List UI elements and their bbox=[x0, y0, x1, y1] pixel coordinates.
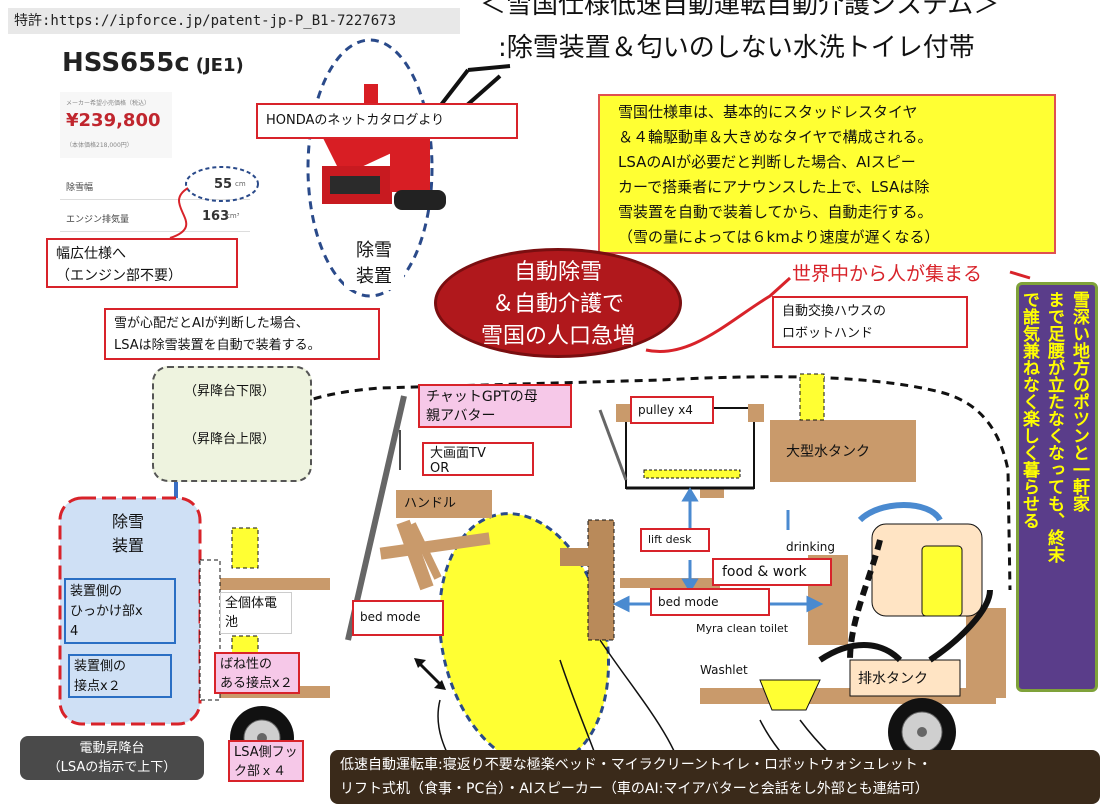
water-tank bbox=[847, 502, 983, 661]
wheel-right bbox=[888, 698, 956, 766]
snow-spec-note: 雪国仕様車は、基本的にスタッドレスタイヤ ＆４輪駆動車＆大きめなタイヤで構成され… bbox=[598, 94, 1056, 254]
bed-tilt-arrow bbox=[414, 658, 446, 690]
world-underline bbox=[1009, 270, 1031, 280]
vehicle-outline-dashed bbox=[261, 375, 1012, 591]
lift-limit-panel: （昇降台下限） （昇降台上限） bbox=[152, 366, 312, 482]
population-oval: 自動除雪 ＆自動介護で 雪国の人口急増 bbox=[434, 248, 682, 358]
chatgpt-avatar-label: チャットGPTの母 親アバター bbox=[418, 384, 572, 428]
vertical-message: 雪深い地方のポツンと一軒家 まで足腰が立たなくなっても、終末 で誰気兼ねなく楽し… bbox=[1016, 282, 1098, 692]
myra-toilet-label: Myra clean toilet bbox=[696, 622, 789, 635]
title-line-1: ＜雪国仕様低速自動運転自動介護システム＞ bbox=[480, 0, 1000, 20]
bed-mode-label-2: bed mode bbox=[650, 588, 770, 616]
handle-pole bbox=[408, 522, 442, 580]
pulley-label: pulley x4 bbox=[630, 396, 714, 424]
battery-label: 全個体電 池 bbox=[220, 592, 292, 634]
title-line-2: :除雪装置＆匂いのしない水洗トイレ付帯 bbox=[498, 33, 975, 63]
world-people-label: 世界中から人が集まる bbox=[792, 263, 983, 285]
tv-label: 大画面TV OR bbox=[422, 442, 534, 476]
electric-lift-label: 電動昇降台 （LSAの指示で上下） bbox=[20, 736, 204, 780]
price-caption: メーカー希望小売価格（税込） bbox=[66, 100, 151, 107]
spec-row-engine-label: エンジン排気量 bbox=[66, 215, 130, 225]
lift-lower-limit: （昇降台下限） bbox=[184, 384, 276, 399]
spec-row-engine-unit: cm³ bbox=[226, 212, 240, 220]
ai-judge-label: 雪が心配だとAIが判断した場合、 LSAは除雪装置を自動で装着する。 bbox=[104, 308, 380, 360]
spec-row-engine-value: 163 bbox=[202, 209, 230, 224]
lift-upper-limit: （昇降台上限） bbox=[184, 432, 276, 447]
toilet-unit bbox=[759, 589, 993, 711]
drinking-label: drinking bbox=[786, 540, 835, 554]
bottom-summary: 低速自動運転車:寝返り不要な極楽ベッド・マイラクリーントイレ・ロボットウォシュレ… bbox=[330, 750, 1100, 804]
bed-mode-label-1: bed mode bbox=[352, 600, 444, 636]
drain-tank-label: 排水タンク bbox=[858, 671, 928, 687]
price-note: （本体価格218,000円） bbox=[66, 142, 133, 149]
world-connector bbox=[645, 276, 792, 353]
patent-url[interactable]: 特許:https://ipforce.jp/patent-jp-P_B1-722… bbox=[8, 8, 460, 34]
model-name: HSS655c(JE1) bbox=[62, 48, 302, 88]
wide-spec-label: 幅広仕様へ （エンジン部不要） bbox=[46, 238, 238, 288]
spec-row-width-value: 55 bbox=[214, 177, 233, 192]
lift-piece-mid bbox=[231, 527, 259, 569]
lift-desk-label: lift desk bbox=[640, 528, 710, 552]
model-name-main: HSS655c bbox=[62, 48, 190, 78]
honda-catalog-label: HONDAのネットカタログより bbox=[256, 103, 518, 139]
snow-device-top-label: 除雪 装置 bbox=[344, 238, 404, 290]
spring-contact-label: ばね性の ある接点x２ bbox=[214, 652, 300, 694]
lsa-hook-label: LSA側フッ ク部ｘ４ bbox=[228, 740, 304, 782]
robot-hand-label: 自動交換ハウスの ロボットハンド bbox=[772, 296, 968, 348]
food-work-label: food & work bbox=[712, 558, 832, 586]
price-value: ¥239,800 bbox=[66, 110, 161, 131]
spec-row-width-label: 除雪幅 bbox=[66, 183, 94, 193]
width-highlight-circle bbox=[185, 166, 259, 202]
price-card: メーカー希望小売価格（税込） ¥239,800 （本体価格218,000円） bbox=[60, 92, 172, 158]
tv-pole bbox=[345, 395, 407, 641]
water-tank-label: 大型水タンク bbox=[786, 444, 870, 460]
device-contact-label: 装置側の 接点x２ bbox=[68, 654, 172, 698]
model-name-suffix: (JE1) bbox=[195, 55, 244, 76]
washlet-label: Washlet bbox=[700, 663, 748, 677]
spec-row-width: 除雪幅 55 cm bbox=[60, 170, 250, 200]
spec-row-width-unit: cm bbox=[235, 180, 246, 188]
pulley-frame bbox=[616, 404, 764, 490]
pulley-rope bbox=[598, 409, 628, 481]
cork-parts bbox=[200, 373, 1006, 704]
vertical-message-text: 雪深い地方のポツンと一軒家 まで足腰が立たなくなっても、終末 で誰気兼ねなく楽し… bbox=[1019, 291, 1089, 563]
spec-row-engine: エンジン排気量 163 cm³ bbox=[60, 202, 250, 232]
device-hook-label: 装置側の ひっかけ部x 4 bbox=[64, 578, 176, 644]
width-connector bbox=[169, 187, 189, 239]
snowblower-dashed-ellipse bbox=[306, 38, 434, 298]
snow-device-left-label: 除雪 装置 bbox=[111, 512, 144, 555]
handle-label: ハンドル bbox=[396, 490, 492, 518]
